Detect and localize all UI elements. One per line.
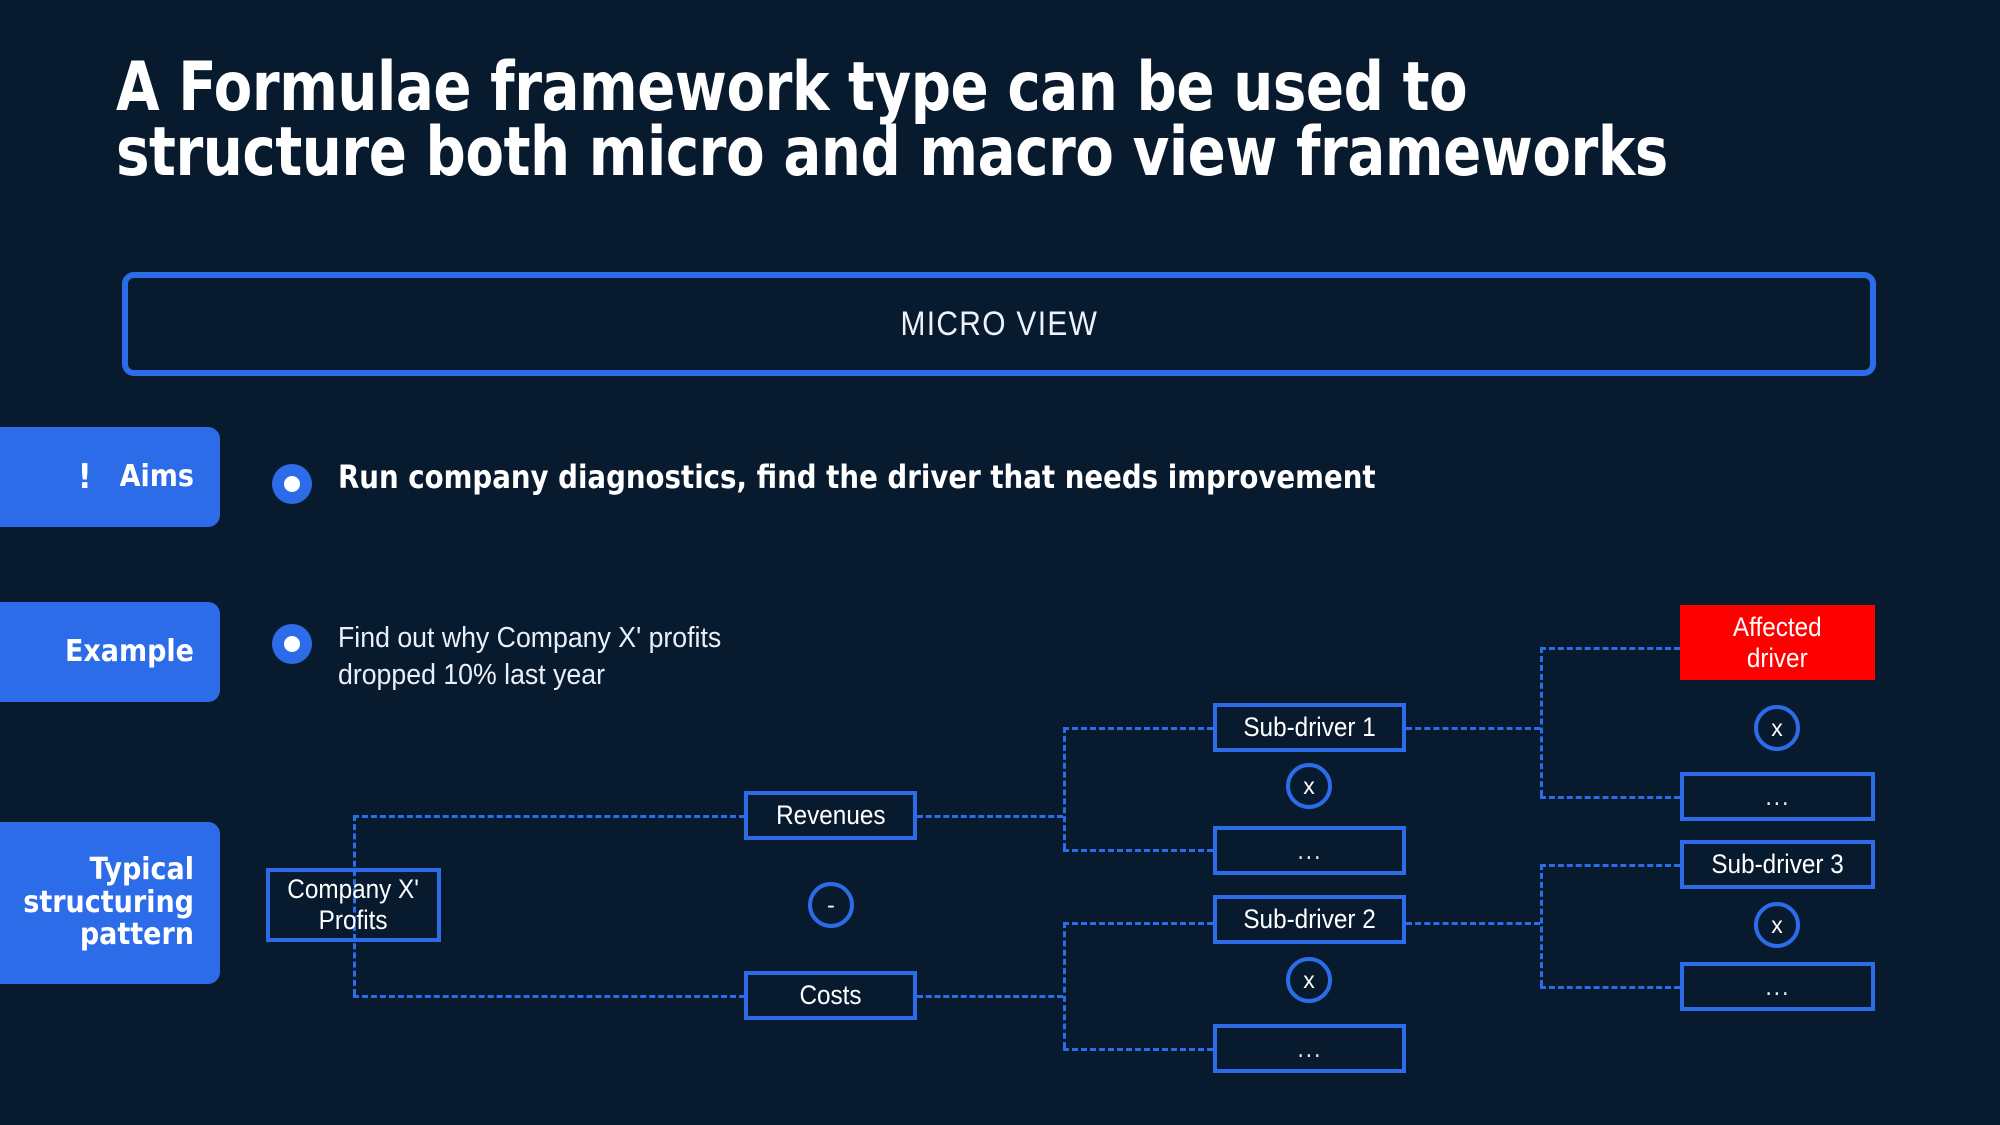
sidebar-tab-pattern[interactable]: Typical structuring pattern — [0, 822, 220, 984]
connector-to-subdriver-2-sibling — [1063, 1048, 1213, 1051]
bullet-dot-icon — [272, 464, 312, 504]
connector-level2b-spine — [1063, 922, 1066, 1048]
node-subdriver-3[interactable]: Sub-driver 3 — [1680, 840, 1875, 889]
operator-minus: - — [808, 882, 854, 928]
sidebar-tab-example-label: Example — [64, 633, 194, 669]
connector-level3a-spine — [1540, 647, 1543, 796]
connector-subdriver-2-out — [1406, 922, 1540, 925]
node-subdriver-2[interactable]: Sub-driver 2 — [1213, 895, 1406, 944]
operator-multiply-subdriver-2: x — [1286, 957, 1332, 1003]
operator-multiply-glyph: x — [1771, 714, 1783, 741]
connector-revenues-out — [917, 815, 1063, 818]
operator-multiply-affected-driver: x — [1754, 705, 1800, 751]
operator-multiply-glyph: x — [1303, 966, 1315, 993]
aims-bullet-text: Run company diagnostics, find the driver… — [338, 458, 1376, 496]
operator-minus-glyph: - — [827, 891, 835, 918]
node-affected-driver[interactable]: Affected driver — [1680, 605, 1875, 680]
node-subdriver-2-sibling-label: ... — [1297, 1032, 1322, 1063]
sidebar-tab-example[interactable]: Example — [0, 602, 220, 702]
connector-to-subdriver-3 — [1540, 864, 1680, 867]
operator-multiply-glyph: x — [1771, 911, 1783, 938]
node-subdriver-3-sibling-label: ... — [1765, 970, 1790, 1001]
node-subdriver-2-label: Sub-driver 2 — [1243, 904, 1376, 935]
bullet-dot-icon — [272, 624, 312, 664]
operator-multiply-subdriver-1: x — [1286, 763, 1332, 809]
node-root-label: Company X' Profits — [287, 874, 420, 935]
connector-root-to-revenues — [353, 815, 745, 818]
node-revenues-label: Revenues — [775, 800, 886, 831]
page-title: A Formulae framework type can be used to… — [116, 48, 1668, 193]
node-subdriver-3-label: Sub-driver 3 — [1711, 849, 1844, 880]
node-affected-driver-sibling-label: ... — [1765, 780, 1790, 811]
connector-costs-out — [917, 995, 1063, 998]
example-bullet-row: Find out why Company X' profits dropped … — [272, 620, 755, 694]
node-subdriver-1-sibling[interactable]: ... — [1213, 826, 1406, 875]
connector-to-subdriver-1-sibling — [1063, 849, 1213, 852]
micro-view-label: MICRO VIEW — [900, 304, 1098, 343]
connector-to-affected-driver-sibling — [1540, 796, 1680, 799]
node-subdriver-1-label: Sub-driver 1 — [1243, 712, 1376, 743]
connector-level2a-spine — [1063, 727, 1066, 849]
node-affected-driver-label: Affected driver — [1733, 611, 1822, 673]
node-subdriver-2-sibling[interactable]: ... — [1213, 1024, 1406, 1073]
sidebar-tab-aims[interactable]: ! Aims — [0, 427, 220, 527]
node-costs-label: Costs — [799, 980, 862, 1011]
micro-view-banner: MICRO VIEW — [122, 272, 1876, 376]
node-costs[interactable]: Costs — [744, 971, 917, 1020]
connector-to-affected-driver — [1540, 647, 1680, 650]
operator-multiply-glyph: x — [1303, 772, 1315, 799]
example-bullet-text: Find out why Company X' profits dropped … — [338, 622, 722, 692]
connector-root-spine — [353, 815, 356, 995]
sidebar-tab-aims-label: Aims — [119, 458, 194, 494]
operator-multiply-subdriver-3: x — [1754, 902, 1800, 948]
connector-to-subdriver-2 — [1063, 922, 1213, 925]
exclamation-icon: ! — [77, 457, 92, 497]
connector-level3b-spine — [1540, 864, 1543, 986]
aims-bullet-row: Run company diagnostics, find the driver… — [272, 458, 1419, 504]
connector-to-subdriver-1 — [1063, 727, 1213, 730]
node-subdriver-1-sibling-label: ... — [1297, 834, 1322, 865]
node-revenues[interactable]: Revenues — [744, 791, 917, 840]
connector-subdriver-1-out — [1406, 727, 1540, 730]
connector-to-subdriver-3-sibling — [1540, 986, 1680, 989]
node-subdriver-1[interactable]: Sub-driver 1 — [1213, 703, 1406, 752]
node-root[interactable]: Company X' Profits — [266, 868, 441, 942]
connector-root-to-costs — [353, 995, 745, 998]
node-subdriver-3-sibling[interactable]: ... — [1680, 962, 1875, 1011]
sidebar-tab-pattern-label: Typical structuring pattern — [23, 852, 194, 953]
node-affected-driver-sibling[interactable]: ... — [1680, 772, 1875, 821]
